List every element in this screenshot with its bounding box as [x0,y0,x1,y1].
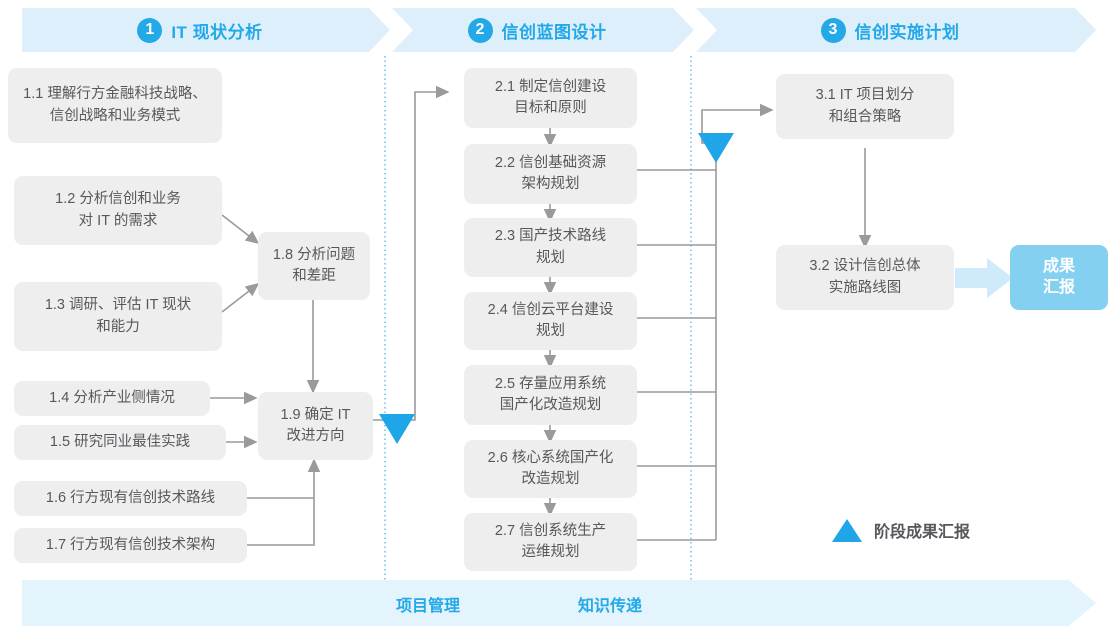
node-1-1[interactable]: 1.1 理解行方金融科技战略、 信创战略和业务模式 [8,68,222,143]
phase-number-2: 2 [467,17,493,43]
phase-label-2: 信创蓝图设计 [501,22,607,42]
node-1-8[interactable]: 1.8 分析问题 和差距 [258,232,370,300]
node-3-1[interactable]: 3.1 IT 项目划分 和组合策略 [776,74,954,139]
node-1-5[interactable]: 1.5 研究同业最佳实践 [14,425,226,460]
phase-header-bar: 1 IT 现状分析 2 信创蓝图设计 3 信创实施计划 [0,8,1115,52]
node-2-4[interactable]: 2.4 信创云平台建设 规划 [464,292,637,350]
phase-number-1: 1 [137,17,163,43]
phase-segment-1[interactable]: 1 IT 现状分析 [22,8,390,52]
node-1-3[interactable]: 1.3 调研、评估 IT 现状 和能力 [14,282,222,351]
result-arrow [955,258,1013,298]
phase-label-1: IT 现状分析 [171,22,263,42]
phase-segment-2[interactable]: 2 信创蓝图设计 [392,8,694,52]
node-2-1[interactable]: 2.1 制定信创建设 目标和原则 [464,68,637,128]
triangle-up-icon [832,518,862,542]
node-1-4[interactable]: 1.4 分析产业侧情况 [14,381,210,416]
node-3-2[interactable]: 3.2 设计信创总体 实施路线图 [776,245,954,310]
footer-label-project-management: 项目管理 [396,598,461,615]
legend: 阶段成果汇报 [832,518,970,542]
phase-number-3: 3 [820,17,846,43]
footer-label-knowledge-transfer: 知识传递 [578,598,643,615]
node-2-6[interactable]: 2.6 核心系统国产化 改造规划 [464,440,637,498]
footer-bar [22,580,1096,626]
phase-label-3: 信创实施计划 [854,22,960,42]
node-2-3[interactable]: 2.3 国产技术路线 规划 [464,218,637,277]
node-2-2[interactable]: 2.2 信创基础资源 架构规划 [464,144,637,204]
node-1-2[interactable]: 1.2 分析信创和业务 对 IT 的需求 [14,176,222,245]
node-1-6[interactable]: 1.6 行方现有信创技术路线 [14,481,247,516]
node-2-5[interactable]: 2.5 存量应用系统 国产化改造规划 [464,365,637,425]
node-1-7[interactable]: 1.7 行方现有信创技术架构 [14,528,247,563]
legend-label: 阶段成果汇报 [874,524,971,541]
node-2-7[interactable]: 2.7 信创系统生产 运维规划 [464,513,637,571]
result-badge[interactable]: 成果 汇报 [1010,245,1108,310]
node-1-9[interactable]: 1.9 确定 IT 改进方向 [258,392,373,460]
phase-segment-3[interactable]: 3 信创实施计划 [696,8,1096,52]
